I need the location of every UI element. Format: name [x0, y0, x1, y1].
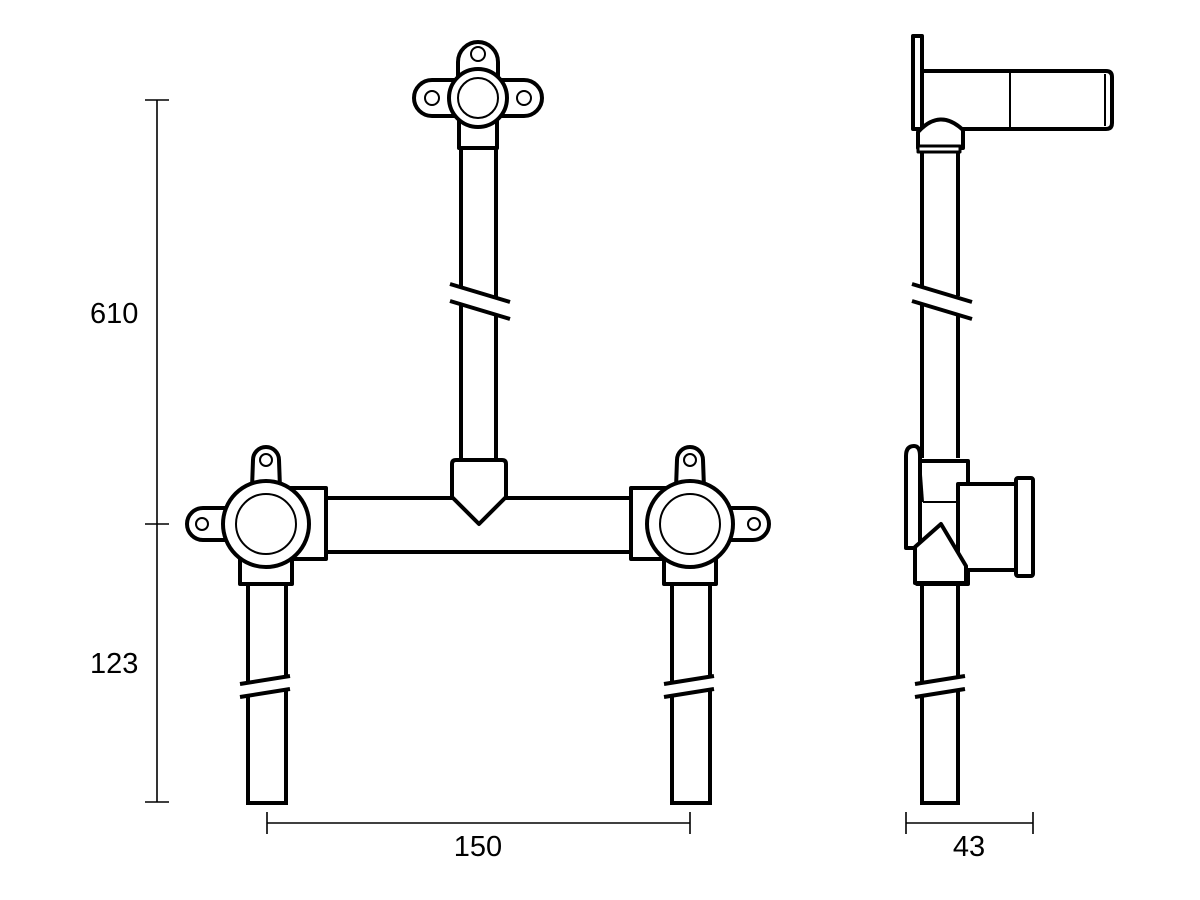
tee-fitting [450, 458, 508, 526]
dimension-label-610: 610 [90, 298, 138, 330]
side-lower-pipe [914, 584, 966, 805]
front-view [185, 40, 771, 805]
left-outlet-pipe [239, 584, 291, 805]
riser-pipe [449, 148, 511, 460]
right-valve-body [629, 445, 771, 586]
top-spout-arm [911, 34, 1114, 154]
side-valve-body [904, 444, 1035, 586]
right-outlet-pipe [663, 584, 715, 805]
side-riser-pipe [911, 152, 973, 458]
dimension-label-150: 150 [454, 831, 502, 863]
dimension-label-43: 43 [953, 831, 985, 863]
side-view [904, 34, 1114, 805]
left-valve-body [185, 445, 328, 586]
dimension-label-123: 123 [90, 648, 138, 680]
depth-dimension [905, 812, 1034, 834]
top-mounting-flange [412, 40, 544, 150]
vertical-dimension [145, 99, 169, 803]
width-dimension [266, 812, 691, 834]
